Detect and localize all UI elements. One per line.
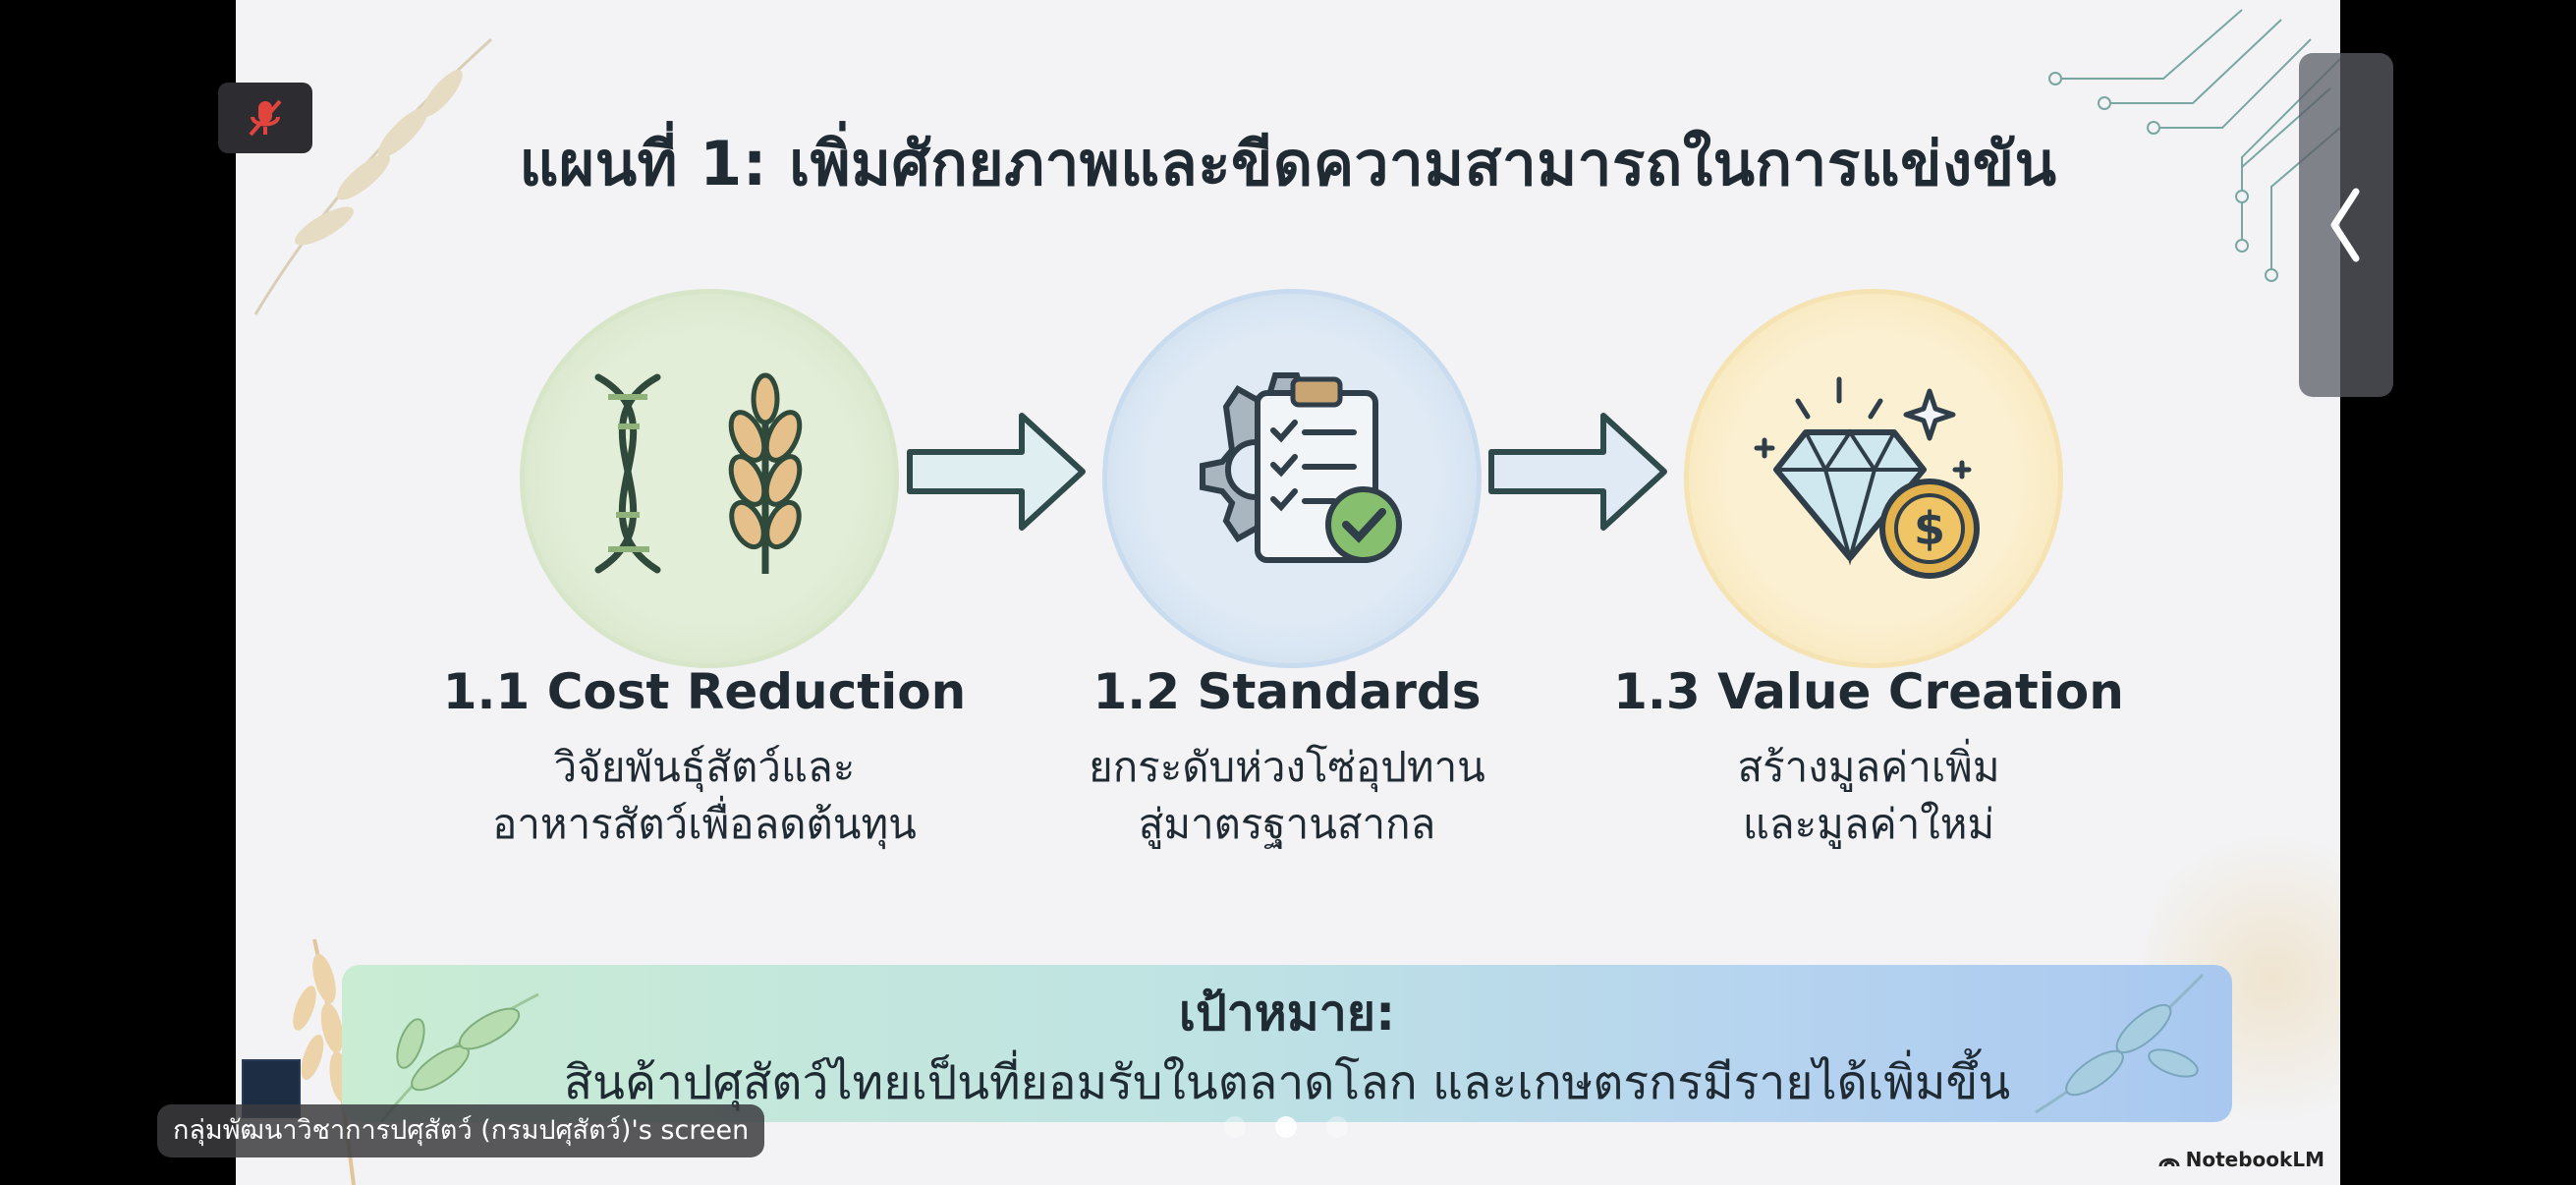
step-title: 1.1 Cost Reduction [442, 663, 967, 720]
step-circle [520, 289, 899, 668]
step-desc-line2: สู่มาตรฐานสากล [1138, 800, 1436, 848]
mute-indicator[interactable] [218, 83, 312, 153]
svg-text:$: $ [1914, 502, 1945, 555]
step-desc-line1: สร้างมูลค่าเพิ่ม [1737, 743, 2000, 791]
step-title: 1.2 Standards [1092, 663, 1482, 720]
step-desc-line2: และมูลค่าใหม่ [1742, 800, 1995, 848]
goal-text: สินค้าปศุสัตว์ไทยเป็นที่ยอมรับในตลาดโลก … [563, 1055, 2011, 1110]
step-standards: 1.2 Standards ยกระดับห่วงโซ่อุปทาน สู่มา… [992, 285, 1582, 875]
chevron-left-icon [2330, 188, 2360, 262]
arrow-right-icon [1488, 413, 1667, 531]
step-desc-line1: ยกระดับห่วงโซ่อุปทาน [1089, 743, 1485, 791]
leaf-decoration-icon [2035, 973, 2205, 1114]
wheat-decoration-icon [253, 37, 493, 315]
side-panel-toggle[interactable] [2299, 53, 2393, 397]
step-description: วิจัยพันธุ์สัตว์และ อาหารสัตว์เพื่อลดต้น… [410, 739, 999, 853]
goal-banner: เป้าหมาย: สินค้าปศุสัตว์ไทยเป็นที่ยอมรับ… [342, 965, 2232, 1122]
dna-wheat-icon [594, 372, 803, 574]
gear-checklist-icon [1200, 372, 1402, 563]
step-description: สร้างมูลค่าเพิ่ม และมูลค่าใหม่ [1574, 739, 2163, 853]
notebooklm-logo: NotebookLM [2158, 1148, 2324, 1171]
step-title: 1.3 Value Creation [1613, 663, 2124, 720]
page-indicator [1224, 1116, 1348, 1138]
presentation-slide: แผนที่ 1: เพิ่มศักยภาพและขีดความสามารถใน… [236, 0, 2340, 1185]
arrow-right-icon [907, 413, 1086, 531]
notebooklm-icon [2158, 1157, 2180, 1167]
step-desc-line1: วิจัยพันธุ์สัตว์และ [553, 743, 856, 791]
goal-label: เป้าหมาย: [1178, 985, 1396, 1042]
brand-label: NotebookLM [2185, 1148, 2324, 1171]
slide-title: แผนที่ 1: เพิ่มศักยภาพและขีดความสามารถใน… [519, 128, 2057, 199]
page-dot[interactable] [1326, 1116, 1348, 1138]
step-cost-reduction: 1.1 Cost Reduction วิจัยพันธุ์สัตว์และ อ… [410, 285, 999, 875]
microphone-muted-icon [249, 99, 282, 137]
page-dot[interactable] [1224, 1116, 1246, 1138]
page-dot-active[interactable] [1275, 1116, 1297, 1138]
screen-share-caption: กลุ่มพัฒนาวิชาการปศุสัตว์ (กรมปศุสัตว์)'… [157, 1104, 765, 1157]
step-description: ยกระดับห่วงโซ่อุปทาน สู่มาตรฐานสากล [992, 739, 1582, 853]
diamond-coin-icon: $ [1754, 376, 1980, 579]
step-desc-line2: อาหารสัตว์เพื่อลดต้นทุน [492, 800, 917, 848]
step-value-creation: $ 1.3 Value Creation สร้างมูลค่าเพิ่ม แล… [1574, 285, 2163, 875]
